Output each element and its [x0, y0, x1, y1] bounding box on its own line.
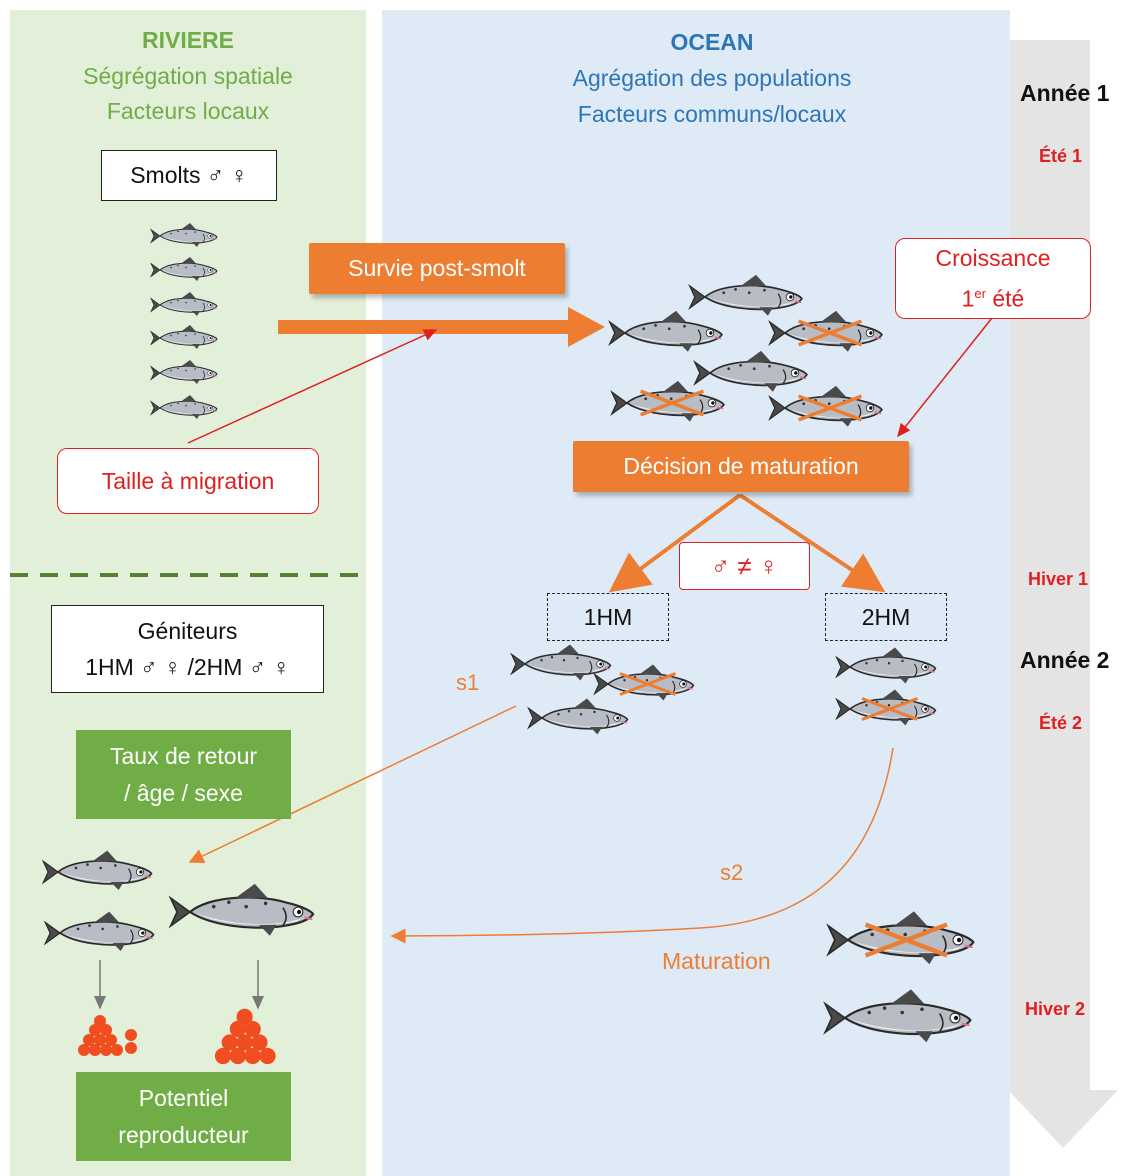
potential-line-1: Potentiel [138, 1084, 229, 1111]
summer-2-label: Été 2 [1039, 713, 1083, 733]
year-2-label: Année 2 [1020, 647, 1110, 673]
s1-label: s1 [456, 670, 480, 695]
potential-line-2: reproducteur [118, 1121, 249, 1148]
size-at-migration-box: Taille à migration [57, 448, 319, 514]
ocean-subtitle-1: Agrégation des populations [572, 65, 852, 91]
timeline-arrow [1008, 40, 1118, 1148]
growth-first-summer-box: Croissance 1er été [895, 238, 1091, 319]
smolt-fish-group [150, 222, 218, 420]
return-rate-box: Taux de retour / âge / sexe [76, 730, 291, 819]
ocean-subtitle-2: Facteurs communs/locaux [577, 101, 847, 127]
spawners-line-2: 1HM ♂ ♀ /2HM ♂ ♀ [85, 654, 290, 680]
summer-1-label: Été 1 [1039, 146, 1083, 166]
spawners-line-1: Géniteurs [137, 618, 238, 644]
migration-arrow [278, 307, 605, 347]
sex-difference-box: ♂ ≠ ♀ [679, 542, 810, 590]
s2-return-arrow [390, 747, 894, 944]
growth-line-2: 1er été [961, 285, 1025, 312]
s2-label: s2 [720, 860, 744, 885]
growth-line-1: Croissance [935, 245, 1051, 272]
year-1-label: Année 1 [1020, 80, 1110, 106]
maturation-label: Maturation [662, 948, 771, 974]
two-hm-box: 2HM [825, 593, 947, 641]
one-hm-box: 1HM [547, 593, 669, 641]
reproductive-potential-box: Potentiel reproducteur [76, 1072, 291, 1161]
s1-return-arrow [188, 705, 517, 863]
spawner-fish-group [42, 849, 315, 952]
size-arrow [187, 329, 438, 444]
two-hm-fish-group [835, 646, 937, 727]
winter-2-label: Hiver 2 [1025, 999, 1086, 1019]
winter-1-label: Hiver 1 [1028, 569, 1089, 589]
river-panel [10, 10, 366, 1176]
river-title: RIVIERE [141, 27, 235, 53]
ocean-fish-school [608, 274, 883, 428]
river-subtitle-1: Ségrégation spatiale [83, 63, 293, 89]
egg-cluster-large [214, 1008, 276, 1065]
growth-arrow [897, 317, 993, 438]
return-rate-line-2: / âge / sexe [124, 779, 243, 806]
return-rate-line-1: Taux de retour [109, 742, 258, 769]
maturation-fish-group [824, 910, 975, 1044]
river-subtitle-2: Facteurs locaux [106, 98, 270, 124]
one-hm-fish-group [510, 643, 695, 736]
branch-1hm [608, 493, 742, 593]
maturation-decision-box: Décision de maturation [573, 441, 909, 492]
smolts-box: Smolts ♂ ♀ [101, 150, 277, 201]
egg-cluster-small [78, 1015, 137, 1056]
post-smolt-survival-box: Survie post-smolt [309, 243, 565, 294]
ocean-title: OCEAN [670, 29, 754, 55]
branch-2hm [738, 493, 886, 593]
spawners-box: Géniteurs 1HM ♂ ♀ /2HM ♂ ♀ [51, 605, 324, 693]
